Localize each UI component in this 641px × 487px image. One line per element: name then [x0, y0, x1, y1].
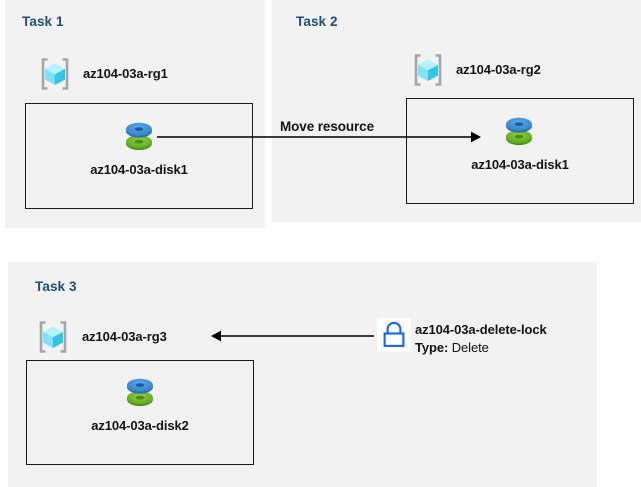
- task-1-panel: [5, 0, 265, 228]
- resource-group-icon: [36, 320, 70, 354]
- resource-group-icon: [38, 57, 72, 91]
- managed-disk-icon: [500, 111, 538, 151]
- delete-lock-type-key: Type:: [415, 340, 449, 355]
- task-1-heading: Task 1: [22, 14, 64, 29]
- resource-group-icon: [411, 53, 445, 87]
- task-3-disk-label: az104-03a-disk2: [91, 418, 189, 433]
- task-2-heading: Task 2: [296, 14, 338, 29]
- delete-lock-type-value: Delete: [451, 340, 489, 355]
- task-3-resource-group-label: az104-03a-rg3: [82, 329, 167, 344]
- task-3-panel: [8, 262, 597, 487]
- managed-disk-icon: [120, 116, 158, 156]
- move-resource-label: Move resource: [280, 119, 374, 134]
- task-1-inner-box: [25, 103, 253, 209]
- move-resource-arrow: [157, 128, 482, 146]
- delete-lock-type-label: Type: Delete: [415, 340, 489, 355]
- task-2-panel: [272, 0, 641, 222]
- padlock-icon: [377, 318, 411, 352]
- managed-disk-icon: [121, 372, 159, 412]
- task-1-disk-label: az104-03a-disk1: [90, 162, 188, 177]
- task-2-disk-label: az104-03a-disk1: [471, 157, 569, 172]
- delete-lock-name-label: az104-03a-delete-lock: [415, 322, 547, 337]
- task-1-resource-group-label: az104-03a-rg1: [83, 66, 168, 81]
- task-2-inner-box: [406, 98, 634, 204]
- task-3-inner-box: [26, 360, 254, 465]
- task-3-heading: Task 3: [35, 279, 77, 294]
- delete-lock-arrow: [211, 327, 374, 345]
- task-2-resource-group-label: az104-03a-rg2: [456, 62, 541, 77]
